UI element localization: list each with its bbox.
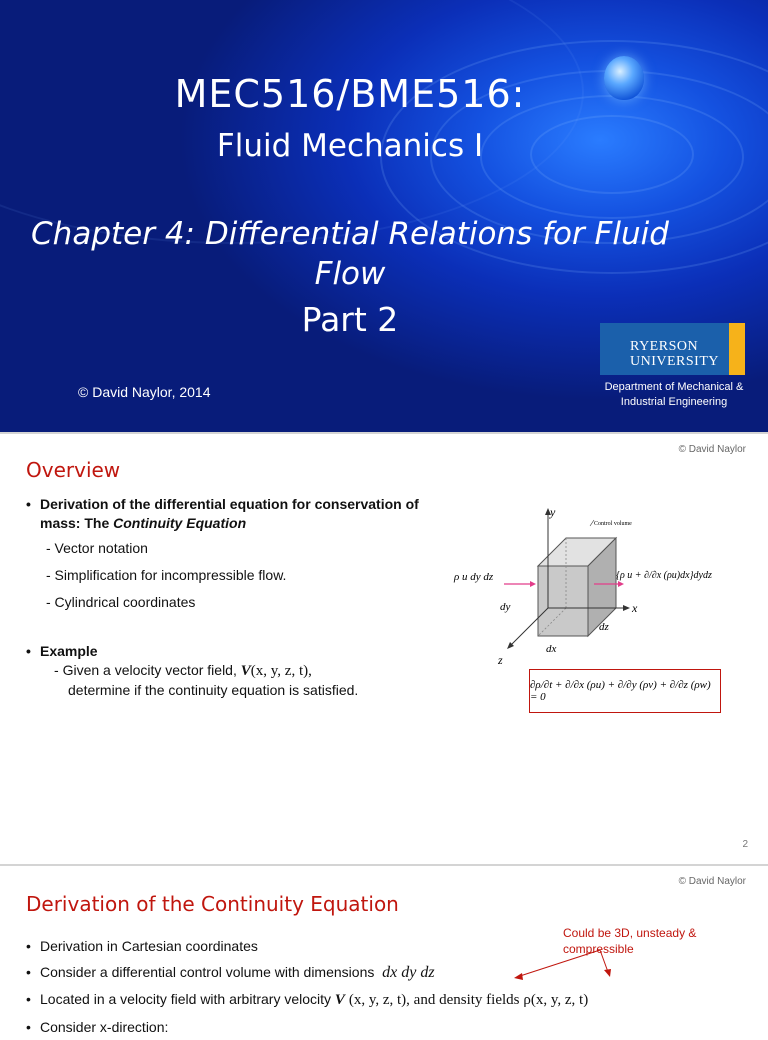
x-axis-label: x xyxy=(631,601,638,615)
derivation-bullets: Derivation in Cartesian coordinates Cons… xyxy=(26,933,756,1040)
z-axis xyxy=(509,607,549,647)
logo-line-1: RYERSON xyxy=(630,339,699,354)
part-title: Part 2 xyxy=(301,300,399,339)
slide-title: Overview xyxy=(26,458,121,482)
control-volume-label: Control volume xyxy=(594,521,632,527)
z-axis-label: z xyxy=(497,653,503,667)
velocity-args: (x, y, z, t), and density fields xyxy=(348,992,520,1008)
slide-copyright: © David Naylor xyxy=(678,444,746,455)
bullet-text: Consider a differential control volume w… xyxy=(40,964,375,980)
bullet-text: Derivation of the differential equation … xyxy=(40,496,419,531)
continuity-equation: ∂ρ/∂t + ∂/∂x (ρu) + ∂/∂y (ρv) + ∂/∂z (ρw… xyxy=(530,679,711,703)
slide-number: 2 xyxy=(742,839,748,850)
example-line-1: - Given a velocity vector field, V(x, y,… xyxy=(54,662,312,679)
logo-line-2: UNIVERSITY xyxy=(630,354,719,369)
bullet-text: Located in a velocity field with arbitra… xyxy=(40,991,332,1007)
subitem-vector: - Vector notation xyxy=(46,540,148,556)
dz-label: dz xyxy=(599,621,610,633)
department-name: Department of Mechanical & Industrial En… xyxy=(604,381,744,408)
title-slide: MEC516/BME516: Fluid Mechanics I Chapter… xyxy=(0,0,768,432)
example-text: Given a velocity vector field, xyxy=(62,662,237,678)
bullet-derivation: Derivation of the differential equation … xyxy=(26,495,426,533)
course-title: Fluid Mechanics I xyxy=(216,128,484,164)
dimensions-math: dx dy dz xyxy=(382,964,435,981)
control-volume-diagram: y x z Control volume ρ u dy dz {ρ u + ∂/… xyxy=(453,505,712,667)
subitem-cylindrical: - Cylindrical coordinates xyxy=(46,594,196,610)
water-droplet-icon xyxy=(604,56,644,100)
example-line-2: determine if the continuity equation is … xyxy=(68,682,359,698)
inflow-label: ρ u dy dz xyxy=(453,571,494,583)
velocity-vector-symbol: V xyxy=(240,663,251,679)
bullet-x-direction: Consider x-direction: xyxy=(26,1014,756,1040)
y-axis-label: y xyxy=(549,505,556,519)
slide-title: Derivation of the Continuity Equation xyxy=(26,892,399,916)
continuity-equation-term: Continuity Equation xyxy=(113,515,247,531)
velocity-args: (x, y, z, t), xyxy=(250,663,312,679)
continuity-equation-box: ∂ρ/∂t + ∂/∂x (ρu) + ∂/∂y (ρv) + ∂/∂z (ρw… xyxy=(529,669,721,713)
bullet-velocity-field: Located in a velocity field with arbitra… xyxy=(26,986,756,1014)
bullet-control-volume: Consider a differential control volume w… xyxy=(26,959,756,986)
bullet-example: Example xyxy=(26,642,426,661)
bullet-cartesian: Derivation in Cartesian coordinates xyxy=(26,933,756,959)
dy-label: dy xyxy=(500,601,511,613)
course-code: MEC516/BME516: xyxy=(174,72,526,116)
logo-gold-bar xyxy=(729,323,745,375)
overview-bullets: Derivation of the differential equation … xyxy=(26,495,426,700)
slide-divider xyxy=(0,432,768,434)
copyright: © David Naylor, 2014 xyxy=(78,384,211,400)
velocity-vector-symbol: V xyxy=(334,992,345,1008)
cube-front-face xyxy=(537,565,589,637)
ryerson-logo: RYERSON UNIVERSITY xyxy=(600,323,745,375)
chapter-title: Chapter 4: Differential Relations for Fl… xyxy=(31,216,669,292)
subitem-incompressible: - Simplification for incompressible flow… xyxy=(46,567,287,583)
dx-label: dx xyxy=(546,643,557,655)
outflow-label: {ρ u + ∂/∂x (ρu)dx}dydz xyxy=(616,570,712,581)
slide-copyright: © David Naylor xyxy=(678,876,746,887)
density-field: ρ(x, y, z, t) xyxy=(523,992,589,1008)
